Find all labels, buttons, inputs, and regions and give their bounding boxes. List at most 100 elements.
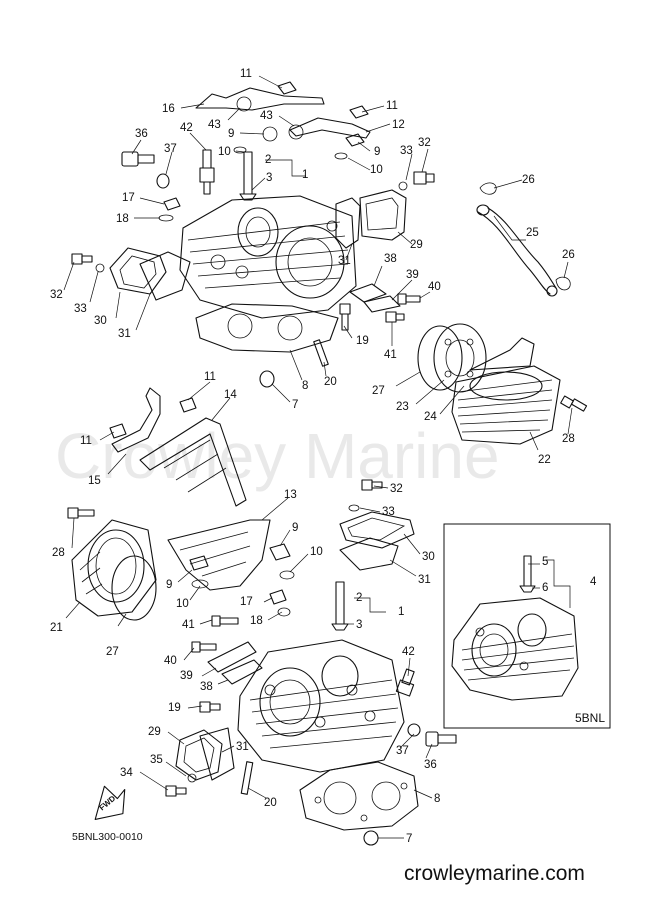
callout: 26: [522, 174, 535, 186]
lower-bolt-36: [425, 731, 457, 747]
o-ring-27-upper: [417, 325, 463, 391]
callout: 30: [422, 551, 435, 563]
inset-frame: [443, 523, 611, 729]
callout: 9: [292, 522, 298, 534]
callout: 34: [120, 767, 133, 779]
clamp-26-bottom: [555, 276, 571, 291]
cylinder-22: [451, 365, 561, 445]
callout: 7: [292, 399, 298, 411]
o-ring-27-lower: [111, 555, 157, 621]
lower-bolt-32: [348, 479, 383, 512]
lower-stud-20: [240, 761, 254, 795]
callout: 39: [180, 670, 193, 682]
callout: 42: [402, 646, 415, 658]
upper-link-38: [349, 283, 387, 303]
callout: 17: [240, 596, 253, 608]
upper-bolt-36: [121, 151, 155, 167]
callout: 36: [424, 759, 437, 771]
middle-nuts: [109, 397, 295, 589]
lower-side-cover-29: [175, 729, 223, 781]
callout: 8: [434, 793, 440, 805]
callout: 11: [386, 100, 398, 112]
callout: 28: [52, 547, 65, 559]
watermark: Crowley Marine: [55, 420, 500, 492]
callout: 31: [418, 574, 431, 586]
bolt-28-upper: [560, 395, 588, 412]
callout: 15: [88, 475, 101, 487]
callout: 38: [384, 253, 397, 265]
inset-valve: [519, 555, 536, 593]
callout: 13: [284, 489, 297, 501]
lower-washer-37: [407, 723, 421, 737]
upper-valve: [239, 151, 257, 201]
upper-gasket-31: [335, 197, 361, 249]
callout: 7: [406, 833, 412, 845]
upper-bolt-40: [397, 293, 421, 305]
upper-stud-20: [313, 339, 329, 367]
upper-bolt-32-right: [398, 171, 435, 191]
callout: 8: [302, 380, 308, 392]
callout: 2: [356, 592, 362, 604]
callout: 38: [200, 681, 213, 693]
callout-numbers: 11 16 43 43 11 12 36 42 9 9 33 32 37 10 …: [50, 68, 597, 845]
callout: 6: [542, 582, 548, 594]
lower-gasket-31: [199, 727, 235, 781]
bracket-13: [167, 519, 271, 591]
callout: 11: [204, 371, 216, 383]
upper-dowel-7: [259, 370, 275, 388]
callout: 12: [392, 119, 405, 131]
callout: 10: [310, 546, 323, 558]
callout: 11: [80, 435, 92, 447]
callout: 37: [396, 745, 409, 757]
callout: 20: [324, 376, 337, 388]
callout: 33: [400, 145, 413, 157]
callout: 18: [250, 615, 263, 627]
callout: 1: [398, 606, 404, 618]
callout: 11: [240, 68, 252, 80]
callout: 4: [590, 576, 597, 588]
callout: 2: [265, 154, 271, 166]
inset-label: 5BNL: [575, 711, 605, 725]
callout: 32: [418, 137, 431, 149]
lower-cylinder-head: [237, 639, 405, 773]
callout: 33: [74, 303, 87, 315]
upper-washer-37: [156, 173, 170, 189]
hose-25: [477, 207, 557, 295]
callout: 37: [164, 143, 177, 155]
upper-bracket: [195, 87, 325, 111]
callout: 31: [118, 328, 131, 340]
callout: 29: [410, 239, 423, 251]
diagram-code: 5BNL300-0010: [72, 831, 143, 843]
upper-head-gasket: [195, 303, 339, 353]
fwd-label: FWD: [97, 794, 117, 813]
callout: 36: [135, 128, 148, 140]
callout: 27: [372, 385, 385, 397]
callout: 17: [122, 192, 135, 204]
callout: 31: [338, 255, 351, 267]
leader-lines: [63, 75, 573, 839]
callout: 20: [264, 797, 277, 809]
bracket-14: [139, 417, 247, 507]
callout: 43: [208, 119, 221, 131]
upper-spark-plug: [199, 149, 215, 195]
callout: 25: [526, 227, 539, 239]
upper-bolt-32-left: [71, 253, 105, 273]
upper-arm-39: [363, 295, 401, 313]
bolt-34-35: [165, 773, 197, 797]
callout: 19: [168, 702, 181, 714]
callout: 9: [374, 146, 380, 158]
callout: 21: [50, 622, 63, 634]
lower-dowel-7: [363, 830, 379, 846]
lower-head-gasket-8: [299, 761, 419, 831]
bolt-28-lower: [67, 507, 95, 519]
callout: 9: [166, 579, 172, 591]
callout: 5: [542, 556, 548, 568]
callout: 14: [224, 389, 237, 401]
website-url: crowleymarine.com: [404, 862, 585, 885]
callout: 31: [236, 741, 249, 753]
intake-flange-23: [433, 323, 487, 393]
callout: 43: [260, 110, 273, 122]
callout: 10: [176, 598, 189, 610]
callout: 3: [356, 619, 362, 631]
